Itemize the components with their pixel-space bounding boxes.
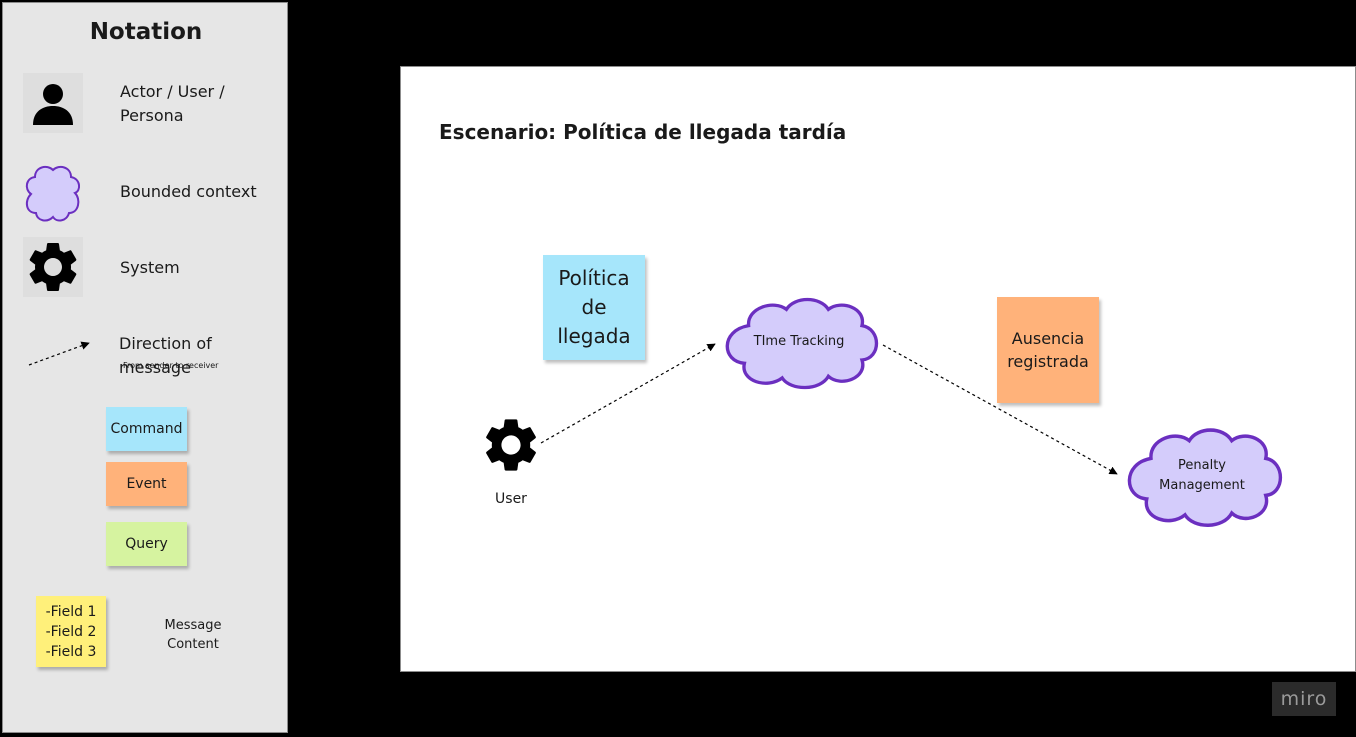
time-tracking-label: TIme Tracking (753, 334, 845, 349)
event-sticky[interactable]: Event (106, 462, 187, 506)
message-arrows (540, 343, 1118, 475)
penalty-management-label: Penalty Management (1159, 458, 1245, 493)
dashed-arrow-icon (28, 341, 90, 366)
field-item: -Field 3 (45, 643, 97, 660)
actor-icon-tile[interactable] (23, 73, 83, 133)
direction-sublabel: From sender to receiver (123, 361, 219, 370)
command-sticky[interactable]: Command (106, 407, 187, 451)
arrow-user-to-time-tracking (540, 343, 716, 444)
cloud-icon[interactable] (21, 161, 85, 223)
scenario-title: Escenario: Política de llegada tardía (439, 120, 847, 144)
command-politica-sticky[interactable]: Política de llegada (543, 255, 645, 360)
actor-label: Actor / User / Persona (120, 82, 225, 125)
bounded-context-label: Bounded context (120, 182, 257, 201)
system-actor-label: User (495, 491, 527, 507)
user-icon (33, 84, 73, 125)
message-content-sticky[interactable]: -Field 1 -Field 2 -Field 3 (36, 596, 106, 667)
arrow-time-tracking-to-penalty (882, 344, 1118, 475)
miro-logo: miro (1272, 682, 1336, 716)
system-icon-tile[interactable] (23, 237, 83, 297)
notation-title: Notation (89, 19, 203, 45)
field-item: -Field 2 (45, 623, 97, 640)
event-ausencia-sticky[interactable]: Ausencia registrada (997, 297, 1099, 403)
direction-label: Direction of message (119, 334, 212, 377)
notation-panel: Notation Actor / User / Persona Bounded … (2, 2, 288, 733)
system-label: System (120, 258, 180, 277)
query-sticky[interactable]: Query (106, 522, 187, 566)
message-content-label: Message Content (164, 618, 222, 652)
scenario-frame[interactable]: Escenario: Política de llegada tardía Po… (400, 66, 1356, 672)
gear-icon (23, 237, 83, 297)
field-item: -Field 1 (45, 603, 97, 620)
